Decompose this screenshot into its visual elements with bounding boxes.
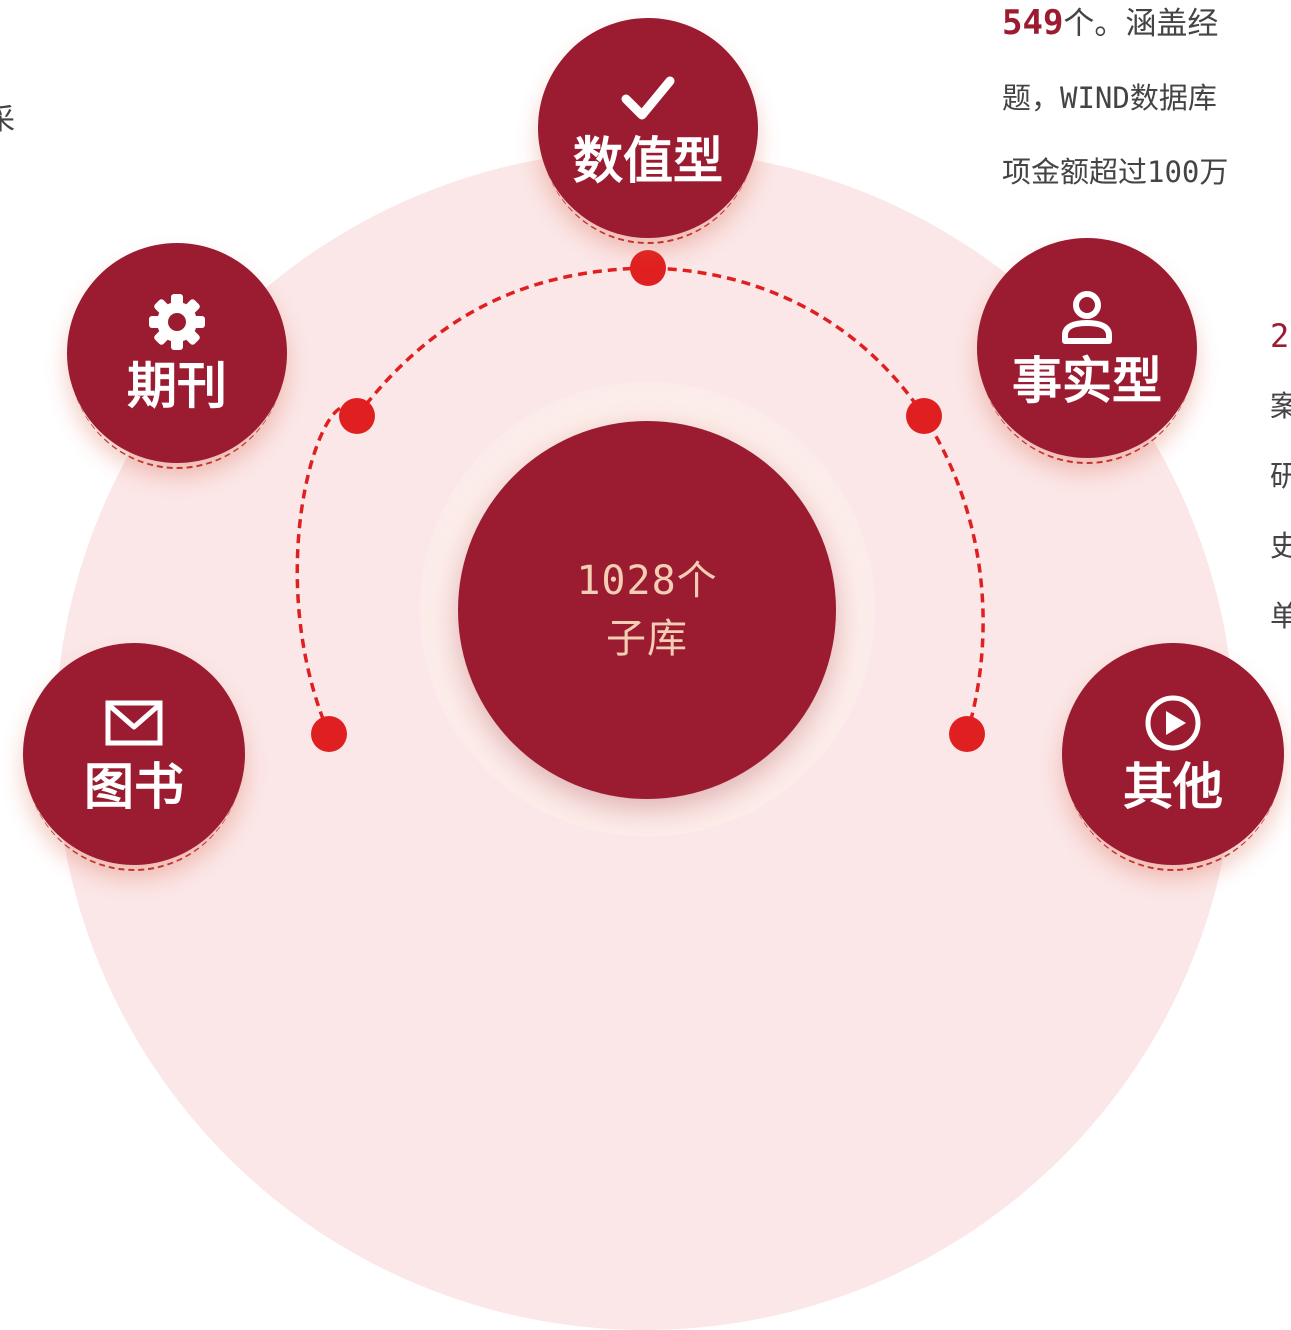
category-node-fact[interactable]: 事实型 (977, 238, 1197, 464)
left-text-line: 采 (0, 102, 16, 136)
top-right-line-2: 题，WIND数据库 (1002, 81, 1217, 115)
node-label-other: 其他 (1123, 758, 1223, 816)
left-text-fragment: 采 (0, 96, 15, 142)
center-label: 子库 (606, 616, 688, 662)
play-icon (1145, 695, 1201, 751)
connector-dot-upper-right (906, 398, 942, 434)
center-summary-circle: 1028个 子库 (458, 421, 836, 799)
category-node-book[interactable]: 图书 (23, 643, 245, 871)
category-node-numeric[interactable]: 数值型 (538, 18, 758, 244)
connector-dot-lower-left (311, 716, 347, 752)
connector-dot-lower-right (949, 716, 985, 752)
right-line-1: 案 (1270, 389, 1291, 423)
connector-dot-top (630, 250, 666, 286)
category-node-other[interactable]: 其他 (1062, 643, 1284, 871)
connector-dot-upper-left (339, 398, 375, 434)
right-highlight-number: 2 (1270, 317, 1290, 355)
top-right-description: 549个。涵盖经 题，WIND数据库 项金额超过100万 (1002, 0, 1228, 195)
person-icon (1062, 291, 1112, 344)
highlight-number: 549 (1002, 3, 1064, 43)
check-icon (621, 76, 675, 120)
node-label-journal: 期刊 (127, 357, 227, 415)
node-label-numeric: 数值型 (573, 132, 723, 190)
node-label-book: 图书 (84, 758, 184, 816)
envelope-icon (105, 700, 163, 746)
gear-icon (149, 294, 205, 350)
node-label-fact: 事实型 (1012, 352, 1162, 410)
right-line-4: 单 (1270, 599, 1291, 633)
center-count: 1028个 (576, 558, 718, 604)
connector-arcs (295, 250, 985, 752)
right-line-2: 研 (1270, 459, 1291, 493)
top-right-line-1-rest: 个。涵盖经 (1063, 6, 1219, 42)
top-right-line-1: 549个。涵盖经 (1002, 0, 1228, 47)
top-right-line-3: 项金额超过100万 (1002, 155, 1229, 189)
right-description: 2 案 研 史 单 (1270, 308, 1291, 644)
category-node-journal[interactable]: 期刊 (67, 243, 287, 469)
right-line-3: 史 (1270, 529, 1291, 563)
